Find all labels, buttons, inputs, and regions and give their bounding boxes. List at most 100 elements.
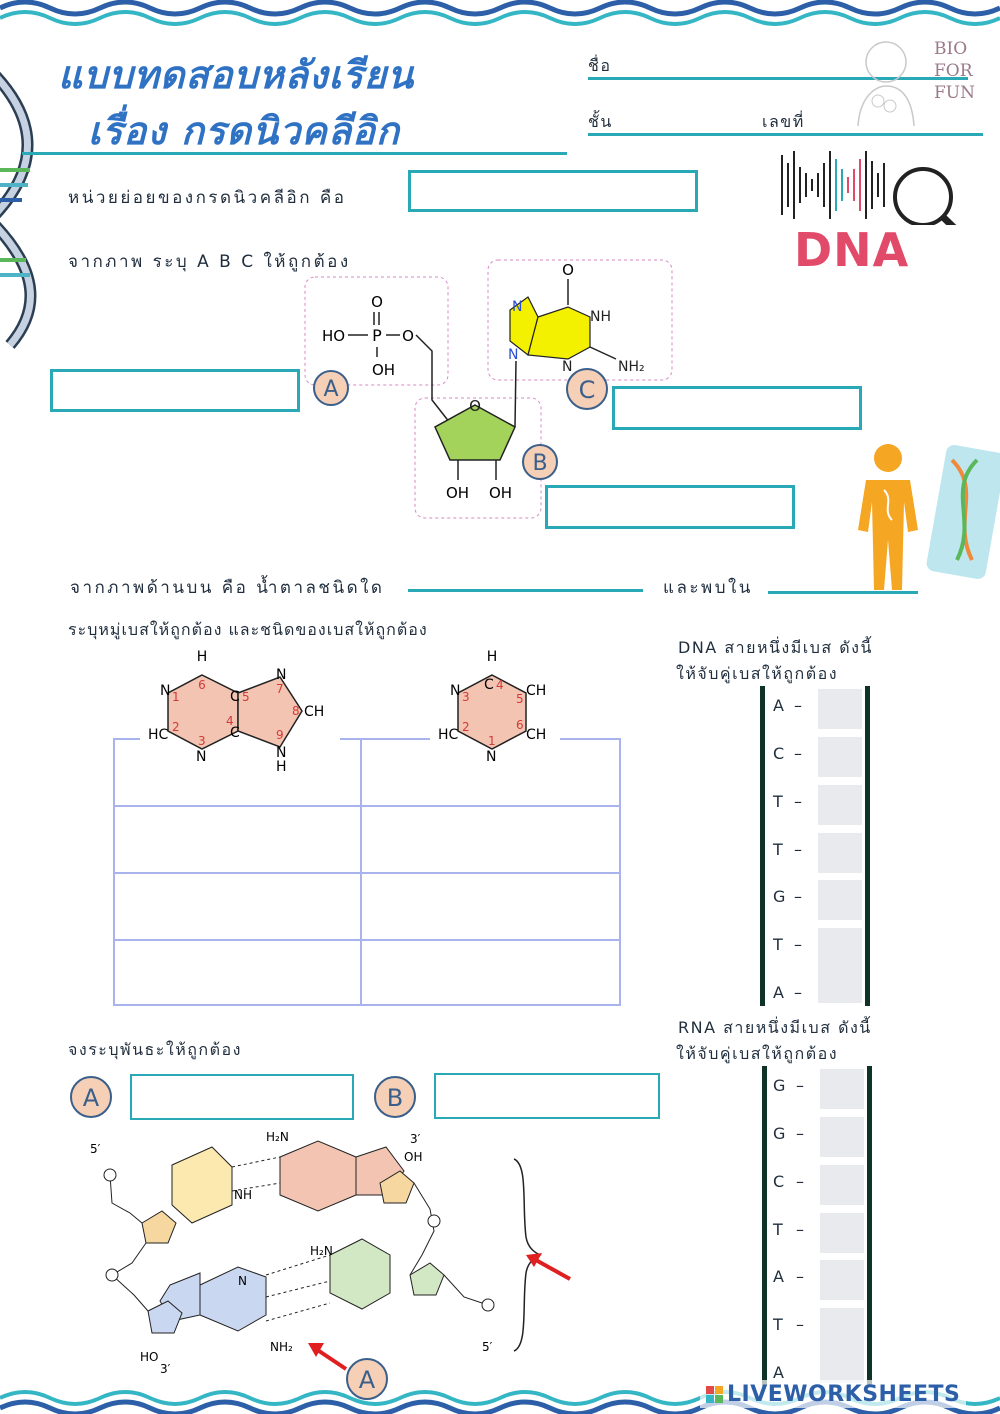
base-pair-diagram: 5′ 3′ H₂N OH 5′ 3′ H₂N NH₂ HO NH N bbox=[90, 1130, 571, 1376]
sugar-ring bbox=[434, 404, 516, 461]
name-label: ชื่อ bbox=[588, 56, 612, 75]
purine-n9: N bbox=[276, 745, 286, 761]
logo-word-3: FUN bbox=[934, 83, 975, 103]
pyrimidine-structure: H C 4 N 3 5 CH HC 2 6 CH 1 N bbox=[430, 645, 560, 775]
dna-base-4: T bbox=[773, 840, 785, 859]
grid-cell[interactable] bbox=[360, 872, 621, 941]
class-label: ชั้น bbox=[588, 112, 613, 131]
dna-base-5: G bbox=[773, 887, 788, 906]
dna-pair-answer-5[interactable] bbox=[818, 880, 862, 920]
liveworksheets-brand[interactable]: LIVEWORKSHEETS bbox=[700, 1380, 967, 1408]
base-nh: NH bbox=[590, 309, 611, 325]
pyrimidine-hc: HC bbox=[438, 727, 459, 743]
pyrimidine-ch6: CH bbox=[526, 727, 546, 743]
base-o: O bbox=[562, 261, 574, 279]
sugar-group-box bbox=[414, 397, 542, 519]
rna-pair-answer-4[interactable] bbox=[820, 1213, 864, 1253]
purine-c6: 6 bbox=[198, 678, 206, 692]
purine-c5-num: 5 bbox=[242, 690, 250, 704]
answer-box-b[interactable] bbox=[545, 485, 795, 529]
purine-c5: C bbox=[230, 689, 240, 705]
number-label: เลขที่ bbox=[762, 112, 805, 131]
grid-cell[interactable] bbox=[360, 939, 621, 1006]
q1-answer-box[interactable] bbox=[408, 170, 698, 212]
dna-base-1: A bbox=[773, 696, 786, 715]
grid-cell[interactable] bbox=[113, 805, 362, 874]
class-number-line[interactable] bbox=[588, 133, 983, 136]
rna-pair-answer-5[interactable] bbox=[820, 1260, 864, 1300]
rna-pair-answer-6[interactable] bbox=[820, 1308, 864, 1348]
q5-marker-b: B bbox=[374, 1076, 416, 1118]
pyrimidine-ch5: CH bbox=[526, 683, 546, 699]
label-nh2: NH₂ bbox=[270, 1340, 293, 1354]
title-underline bbox=[22, 152, 567, 155]
marker-a-phosphate: A bbox=[313, 370, 349, 406]
rna-pair-answer-2[interactable] bbox=[820, 1117, 864, 1157]
base-answer-grid bbox=[113, 738, 621, 1006]
rna-base-3: C bbox=[773, 1172, 787, 1191]
grid-cell[interactable] bbox=[113, 939, 362, 1006]
dna-base-3: T bbox=[773, 792, 785, 811]
grid-cell[interactable] bbox=[360, 805, 621, 874]
name-line[interactable] bbox=[588, 77, 968, 80]
q3-found-in-line[interactable] bbox=[768, 591, 918, 594]
purine-ch: CH bbox=[304, 704, 324, 720]
dna-pair-answer-7[interactable] bbox=[818, 965, 862, 1003]
rna-base-4: T bbox=[773, 1220, 785, 1239]
rna-pair-title-2: ให้จับคู่เบสให้ถูกต้อง bbox=[676, 1044, 839, 1063]
person-dna-illustration bbox=[858, 444, 1000, 590]
grid-cell[interactable] bbox=[113, 872, 362, 941]
sugar-oh2: OH bbox=[489, 484, 512, 502]
dna-pair-answer-3[interactable] bbox=[818, 785, 862, 825]
q3-sugar-answer-line[interactable] bbox=[408, 589, 643, 592]
barcode-magnifier-icon bbox=[781, 151, 957, 225]
five-prime-bottom: 5′ bbox=[482, 1340, 493, 1354]
purine-hc: HC bbox=[148, 727, 169, 743]
rna-pair-answer-3[interactable] bbox=[820, 1165, 864, 1205]
purine-n1: N bbox=[160, 683, 170, 699]
q4-base-label: ระบุหมู่เบสให้ถูกต้อง และชนิดของเบสให้ถู… bbox=[68, 620, 428, 639]
rna-strand-right-bar bbox=[867, 1066, 872, 1386]
five-prime-top: 5′ bbox=[90, 1142, 101, 1156]
ring-o: O bbox=[469, 397, 481, 415]
pyrimidine-c6-num: 6 bbox=[516, 718, 524, 732]
dna-pair-answer-6[interactable] bbox=[818, 928, 862, 968]
dna-pair-answer-4[interactable] bbox=[818, 833, 862, 873]
label-ho: HO bbox=[140, 1350, 158, 1364]
dna-base-6: T bbox=[773, 935, 785, 954]
dna-base-7: A bbox=[773, 983, 786, 1002]
liveworksheets-text: LIVEWORKSHEETS bbox=[727, 1381, 961, 1407]
pyrimidine-n1: N bbox=[486, 749, 496, 765]
rna-base-2: G bbox=[773, 1124, 788, 1143]
q5-answer-a[interactable] bbox=[130, 1074, 354, 1120]
dna-pair-title-2: ให้จับคู่เบสให้ถูกต้อง bbox=[676, 664, 839, 683]
label-h2n-top: H₂N bbox=[266, 1130, 289, 1144]
purine-c8-num: 8 bbox=[292, 704, 300, 718]
label-oh-top: OH bbox=[404, 1150, 422, 1164]
pyrimidine-c4: C bbox=[484, 677, 494, 693]
bio-for-fun-logo: BIO FOR FUN bbox=[848, 36, 983, 131]
page-title-line2: เรื่อง กรดนิวคลีอิก bbox=[88, 109, 400, 153]
dna-strand-left-bar bbox=[760, 686, 765, 1006]
pyrimidine-c2-num: 2 bbox=[462, 720, 470, 734]
q3-found-in-label: และพบใน bbox=[663, 578, 753, 598]
marker-b-sugar: B bbox=[522, 444, 558, 480]
phosphate-group-box bbox=[304, 276, 449, 386]
dna-pair-answer-2[interactable] bbox=[818, 737, 862, 777]
q2-identify-label: จากภาพ ระบุ A B C ให้ถูกต้อง bbox=[68, 252, 351, 272]
purine-n3-num: 3 bbox=[198, 734, 206, 748]
page-title-line1: แบบทดสอบหลังเรียน bbox=[58, 53, 415, 97]
three-prime-bottom: 3′ bbox=[160, 1362, 171, 1376]
answer-box-c[interactable] bbox=[612, 386, 862, 430]
rna-pair-answer-7[interactable] bbox=[820, 1345, 864, 1383]
answer-box-a[interactable] bbox=[50, 369, 300, 412]
rna-pair-title-1: RNA สายหนึ่งมีเบส ดังนี้ bbox=[678, 1018, 872, 1037]
base-nh2: NH₂ bbox=[618, 359, 645, 375]
q5-answer-b[interactable] bbox=[434, 1073, 660, 1119]
rna-pair-answer-1[interactable] bbox=[820, 1069, 864, 1109]
purine-n9-h: H bbox=[276, 759, 287, 775]
dna-pair-answer-1[interactable] bbox=[818, 689, 862, 729]
purine-n1-num: 1 bbox=[172, 690, 180, 704]
nucleotide-diagram: O P HO O OH O OH OH O N NH N N NH₂ bbox=[304, 259, 673, 519]
logo-word-2: FOR bbox=[934, 61, 973, 81]
